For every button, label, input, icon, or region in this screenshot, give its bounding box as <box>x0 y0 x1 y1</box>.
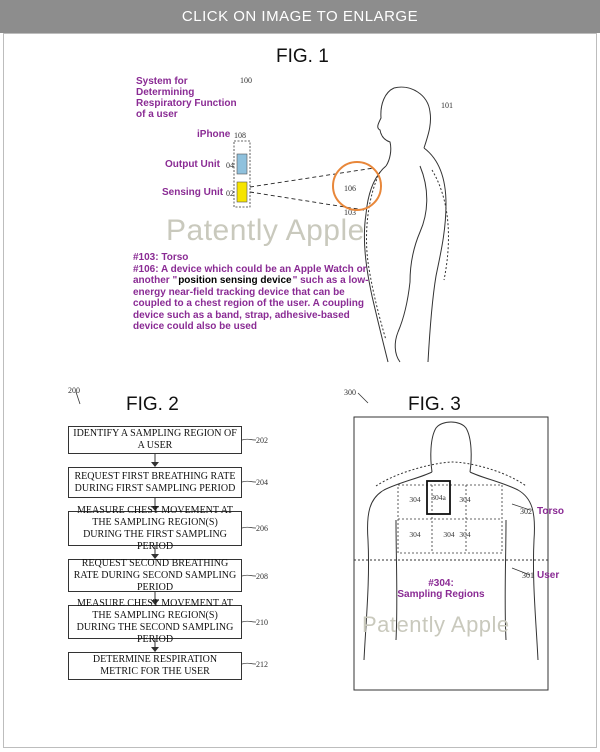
iphone-label: iPhone <box>197 129 231 140</box>
flow-step-2: REQUEST FIRST BREATHING RATE DURING FIRS… <box>68 467 242 498</box>
grid-cell-6: 304 <box>459 530 471 539</box>
sampling-regions-note-title: #304: <box>428 578 454 589</box>
torso-ref: 103 <box>344 208 356 217</box>
sensing-unit-ref: 02 <box>226 189 234 198</box>
grid-cell-3: 304 <box>459 495 471 504</box>
device-highlight-circle <box>332 161 382 211</box>
fig3-torso-label: Torso <box>537 506 565 517</box>
grid-cell-1: 304 <box>409 495 421 504</box>
output-unit-label: Output Unit <box>165 159 220 170</box>
watermark-fig3: Patently Apple <box>362 612 510 637</box>
person-ref: 101 <box>441 101 453 110</box>
iphone-ref: 108 <box>234 131 246 140</box>
figure-frame <box>3 33 597 748</box>
fig2-title: FIG. 2 <box>126 394 179 415</box>
fig3-user-ref: 301 <box>522 571 534 580</box>
grid-cell-2: 304a <box>431 493 446 502</box>
watermark-fig1: Patently Apple <box>166 214 365 247</box>
flow-step-6: DETERMINE RESPIRATION METRIC FOR THE USE… <box>68 652 242 680</box>
grid-cell-4: 304 <box>409 530 421 539</box>
fig1-title: FIG. 1 <box>276 46 329 67</box>
fig3-frame <box>353 416 549 691</box>
step-ref-leaders <box>241 438 257 665</box>
sensing-unit-label: Sensing Unit <box>162 187 224 198</box>
output-unit-ref: 04 <box>226 161 234 170</box>
sampling-regions-note: #304: Sampling Regions <box>396 578 486 600</box>
flow-step-4-ref: 208 <box>256 572 268 581</box>
sensing-line-lower <box>249 191 365 211</box>
device-ref: 106 <box>344 184 356 193</box>
output-unit-box <box>236 153 248 175</box>
fig3-user-label: User <box>537 570 560 581</box>
flow-step-6-ref: 212 <box>256 660 268 669</box>
note-torso: #103: Torso <box>133 252 189 263</box>
system-ref: 100 <box>240 76 252 85</box>
flow-step-3-ref: 206 <box>256 524 268 533</box>
torso-dashed-outline <box>375 461 527 487</box>
flow-step-1-ref: 202 <box>256 436 268 445</box>
fig3-ref: 300 <box>344 388 356 397</box>
person-side-view <box>363 86 449 363</box>
note-device-highlight: position sensing device <box>177 275 293 286</box>
fig3-title: FIG. 3 <box>408 394 461 415</box>
sampling-region-304a <box>426 480 451 515</box>
iphone-outline <box>233 140 251 208</box>
grid-cell-5: 304 <box>443 530 455 539</box>
fig3-torso-ref: 302 <box>520 507 532 516</box>
sampling-regions-note-text: Sampling Regions <box>397 589 485 600</box>
flow-step-5: MEASURE CHEST MOVEMENT AT THE SAMPLING R… <box>68 598 242 645</box>
flow-step-5-ref: 210 <box>256 618 268 627</box>
flowchart-arrowheads <box>151 462 159 652</box>
flow-step-1: IDENTIFY A SAMPLING REGION OF A USER <box>68 426 242 454</box>
system-label: System for Determining Respiratory Funct… <box>136 76 237 120</box>
sensing-unit-box <box>236 181 248 203</box>
fig1-note: #103: Torso #106: A device which could b… <box>133 252 373 333</box>
flow-step-3: MEASURE CHEST MOVEMENT AT THE SAMPLING R… <box>68 505 242 552</box>
fig2-ref: 200 <box>68 386 80 395</box>
person-back-view <box>363 421 539 661</box>
note-device: #106: A device which could be an Apple W… <box>133 263 369 333</box>
enlarge-banner[interactable]: CLICK ON IMAGE TO ENLARGE <box>0 0 600 33</box>
flow-step-2-ref: 204 <box>256 478 268 487</box>
flow-step-4: REQUEST SECOND BREATHING RATE DURING SEC… <box>68 558 242 593</box>
sensing-line-upper <box>249 167 375 188</box>
